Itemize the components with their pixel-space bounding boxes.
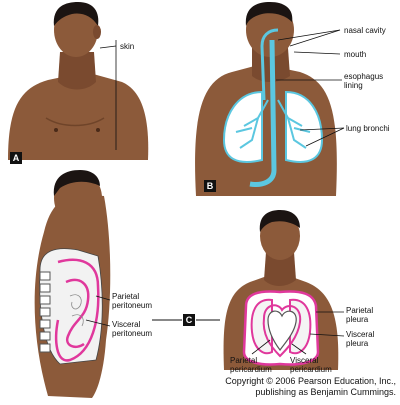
heart (267, 310, 297, 352)
intestine-loops (69, 294, 84, 327)
label-visceral-peritoneum: Visceral peritoneum (112, 320, 153, 338)
peritoneum-leader-1 (95, 295, 111, 301)
pericardium-line (262, 304, 302, 358)
peritoneum-leader-2 (85, 319, 111, 327)
figure-b (195, 2, 345, 196)
label-nasal-cavity: nasal cavity (344, 26, 386, 35)
label-esophagus-lining: esophagus lining (344, 72, 384, 90)
panel-letter-a: A (10, 152, 22, 164)
figure-a (8, 2, 149, 160)
nasal-airway (260, 28, 279, 101)
figure-c-side (34, 170, 220, 398)
figure-c-leaders (251, 311, 345, 355)
figure-a-ear (93, 25, 101, 39)
figure-a-nipple-left (54, 128, 58, 132)
front-head (260, 212, 300, 260)
panel-letter-b: B (204, 180, 216, 192)
esophagus (249, 39, 277, 187)
figure-b-hair (245, 2, 293, 26)
figure-a-neck (58, 52, 96, 90)
spine (39, 271, 51, 353)
parietal-peritoneum-line (54, 258, 100, 362)
label-parietal-peritoneum: Parietal peritoneum (112, 292, 153, 310)
side-hair (53, 170, 100, 196)
figure-a-nipple-right (96, 128, 100, 132)
front-hair (259, 210, 300, 232)
copyright-notice: Copyright © 2006 Pearson Education, Inc.… (225, 376, 396, 397)
label-visceral-pericardium: Visceral pericardium (290, 356, 332, 374)
label-lung-bronchi: lung bronchi (346, 124, 390, 133)
left-lung (222, 90, 263, 163)
label-visceral-pleura: Visceral pleura (346, 330, 375, 348)
figure-a-torso (8, 72, 149, 160)
panel-letter-c: C (183, 314, 195, 326)
figure-a-chest-shade (45, 117, 105, 127)
figure-a-hair (53, 2, 99, 26)
skin-leader-line (99, 45, 117, 49)
label-parietal-pericardium: Parietal pericardium (230, 356, 272, 374)
label-mouth: mouth (344, 50, 367, 59)
front-neck (264, 252, 296, 286)
figure-b-leaders (276, 29, 345, 147)
figure-c-front (223, 210, 345, 370)
bronchi-tree (235, 99, 311, 149)
visceral-peritoneum-line (65, 278, 90, 348)
label-skin: skin (120, 42, 135, 51)
right-lung (285, 90, 324, 163)
label-parietal-pleura: Parietal pleura (346, 306, 374, 324)
